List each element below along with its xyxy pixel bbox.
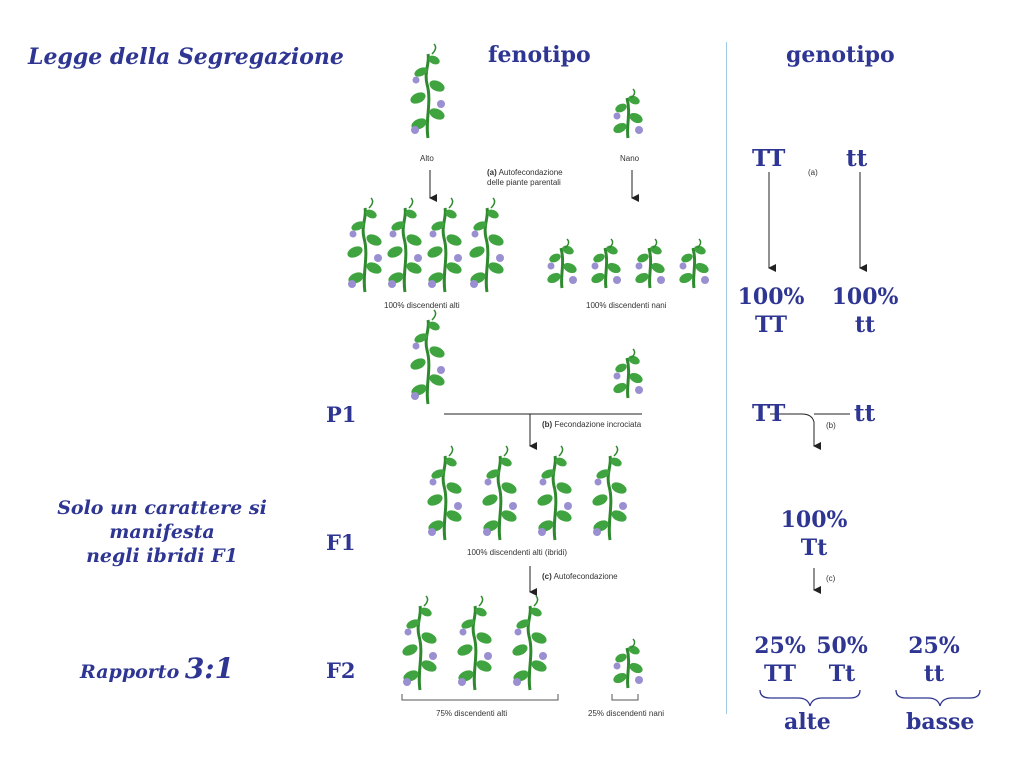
note-f1-line3: negli ibridi F1 bbox=[86, 545, 238, 567]
caption-step-c-text: Autofecondazione bbox=[553, 572, 618, 581]
genotype-result-tall-gen: TT bbox=[755, 312, 787, 338]
genotype-f1-gen: Tt bbox=[800, 535, 828, 561]
brace-dwarf bbox=[895, 689, 981, 707]
plant-icon-dwarf-offspring bbox=[588, 237, 624, 290]
caption-step-a-line2: delle piante parentali bbox=[487, 178, 561, 187]
caption-step-c: (c) Autofecondazione bbox=[542, 572, 618, 581]
plant-icon-dwarf-offspring bbox=[544, 237, 580, 290]
note-f1-line1: Solo un carattere si bbox=[57, 497, 267, 519]
phenotype-header: fenotipo bbox=[488, 42, 591, 68]
group-label-tall: alte bbox=[784, 709, 831, 735]
brace-tall bbox=[759, 689, 861, 707]
caption-hybrid-offspring: 100% discendenti alti (ibridi) bbox=[467, 548, 568, 557]
label-alto: Alto bbox=[420, 154, 434, 163]
caption-f2-tall: 75% discendenti alti bbox=[436, 709, 508, 718]
plant-icon-cross-tall bbox=[407, 308, 448, 406]
genotype-step-b: (b) bbox=[826, 421, 836, 430]
genotype-result-tall: 100% TT bbox=[734, 283, 808, 339]
plant-icon-tall-offspring bbox=[466, 196, 507, 294]
caption-step-a-line1: Autofecondazione bbox=[498, 168, 563, 177]
note-ratio-value: 3:1 bbox=[184, 652, 235, 685]
plant-icon-dwarf-offspring bbox=[632, 237, 668, 290]
genotype-header: genotipo bbox=[786, 42, 895, 68]
note-ratio: Rapporto 3:1 bbox=[80, 652, 234, 685]
genotype-step-a: (a) bbox=[808, 168, 818, 177]
label-nano: Nano bbox=[620, 154, 640, 163]
genotype-result-dwarf: 100% tt bbox=[828, 283, 902, 339]
genotype-f2-heterozygous: 50% Tt bbox=[808, 632, 876, 688]
f2-tall-bracket bbox=[401, 694, 559, 701]
page-title: Legge della Segregazione bbox=[28, 44, 344, 70]
genotype-parent-dwarf: tt bbox=[846, 145, 868, 172]
column-divider bbox=[726, 42, 727, 714]
caption-step-c-letter: (c) bbox=[542, 572, 552, 581]
plant-icon-f2-tall bbox=[454, 594, 495, 692]
caption-dwarf-offspring: 100% discendenti nani bbox=[586, 301, 667, 310]
caption-step-a-letter: (a) bbox=[487, 168, 497, 177]
generation-label-p1: P1 bbox=[326, 402, 357, 427]
genotype-f2-recessive: 25% tt bbox=[900, 632, 968, 688]
plant-icon-dwarf-offspring bbox=[676, 237, 712, 290]
genotype-f1: 100% Tt bbox=[770, 506, 858, 562]
caption-tall-offspring: 100% discendenti alti bbox=[384, 301, 460, 310]
genotype-result-dwarf-gen: tt bbox=[854, 312, 876, 338]
genotype-f2-het-gen: Tt bbox=[828, 661, 856, 687]
plant-icon-f1-hybrid bbox=[479, 444, 520, 542]
genotype-parent-tall: TT bbox=[752, 145, 786, 172]
genotype-step-c: (c) bbox=[826, 574, 836, 583]
genotype-cross-tall: TT bbox=[752, 400, 786, 427]
plant-icon-f1-hybrid bbox=[534, 444, 575, 542]
caption-step-a: (a) Autofecondazione delle piante parent… bbox=[487, 168, 563, 188]
plant-icon-parent-tall bbox=[407, 42, 448, 140]
genotype-f2-rec-gen: tt bbox=[923, 661, 945, 687]
genotype-f2-rec-pct: 25% bbox=[908, 633, 960, 659]
plant-icon-tall-offspring bbox=[384, 196, 425, 294]
group-label-dwarf: basse bbox=[906, 709, 975, 735]
caption-step-b: (b) Fecondazione incrociata bbox=[542, 420, 641, 429]
genotype-f2-het-pct: 50% bbox=[816, 633, 868, 659]
note-ratio-label: Rapporto bbox=[80, 661, 180, 683]
f2-dwarf-bracket bbox=[611, 694, 639, 701]
caption-f2-dwarf: 25% discendenti nani bbox=[588, 709, 665, 718]
note-f1-line2: manifesta bbox=[109, 521, 215, 543]
plant-icon-f2-tall bbox=[399, 594, 440, 692]
plant-icon-tall-offspring bbox=[424, 196, 465, 294]
genotype-f2-tt-pct: 25% bbox=[754, 633, 806, 659]
genotype-result-dwarf-pct: 100% bbox=[831, 284, 899, 310]
caption-step-b-text: Fecondazione incrociata bbox=[554, 420, 642, 429]
plant-icon-f2-dwarf bbox=[610, 637, 646, 690]
genotype-cross-dwarf: tt bbox=[854, 400, 876, 427]
plant-icon-parent-dwarf bbox=[610, 87, 646, 140]
generation-label-f2: F2 bbox=[326, 658, 356, 683]
generation-label-f1: F1 bbox=[326, 530, 356, 555]
genotype-f2-tt-gen: TT bbox=[764, 661, 796, 687]
plant-icon-tall-offspring bbox=[344, 196, 385, 294]
note-f1: Solo un carattere si manifesta negli ibr… bbox=[32, 496, 292, 568]
caption-step-b-letter: (b) bbox=[542, 420, 553, 429]
plant-icon-f1-hybrid bbox=[589, 444, 630, 542]
plant-icon-f2-tall bbox=[509, 594, 550, 692]
genotype-result-tall-pct: 100% bbox=[737, 284, 805, 310]
genotype-cross-line bbox=[770, 413, 850, 423]
genotype-f2-homozygous-tall: 25% TT bbox=[746, 632, 814, 688]
genotype-f1-pct: 100% bbox=[780, 507, 848, 533]
plant-icon-f1-hybrid bbox=[424, 444, 465, 542]
plant-icon-cross-dwarf bbox=[610, 347, 646, 400]
